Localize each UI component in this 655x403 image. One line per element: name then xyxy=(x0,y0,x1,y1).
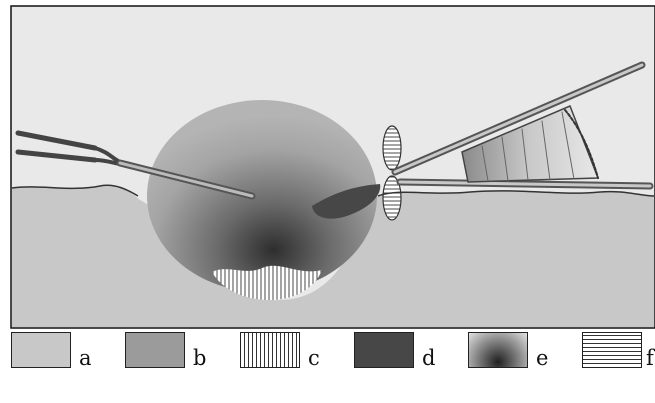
legend-label-e: e xyxy=(536,348,548,369)
swatch-f xyxy=(582,332,642,368)
legend-label-b: b xyxy=(193,348,206,369)
legend-item-a: a xyxy=(11,330,101,372)
legend-item-e: e xyxy=(468,330,558,372)
legend-label-d: d xyxy=(422,348,435,369)
legend-item-d: d xyxy=(354,330,444,372)
legend-label-c: c xyxy=(308,348,320,369)
legend-item-c: c xyxy=(240,330,330,372)
swatch-d xyxy=(354,332,414,368)
swatch-e xyxy=(468,332,528,368)
legend-label-f: f xyxy=(646,348,654,369)
swatch-a xyxy=(11,332,71,368)
legend-item-b: b xyxy=(125,330,215,372)
legend-item-f: f xyxy=(582,330,655,372)
swatch-b xyxy=(125,332,185,368)
legend-label-a: a xyxy=(79,348,92,369)
swatch-c xyxy=(240,332,300,368)
